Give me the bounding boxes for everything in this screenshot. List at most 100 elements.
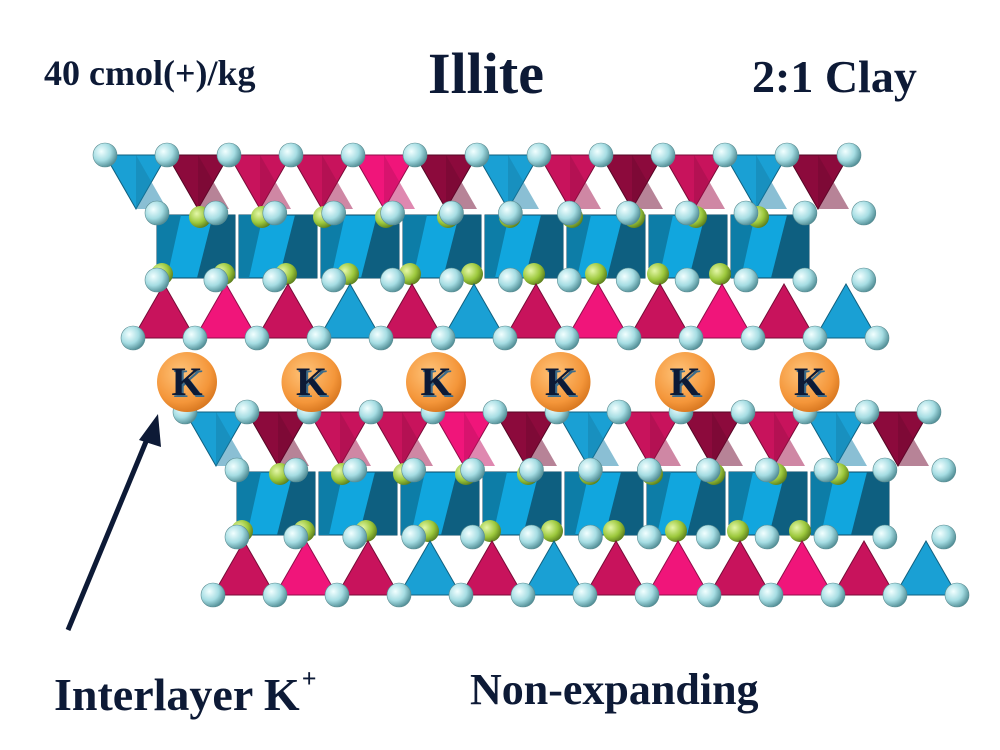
tetrahedron-lower bbox=[274, 539, 338, 596]
potassium-ion bbox=[655, 352, 715, 412]
octahedron-dark-face bbox=[443, 215, 481, 278]
tetrahedron-lower bbox=[398, 539, 462, 596]
oxygen-sphere bbox=[634, 582, 660, 608]
potassium-label-shadow: K bbox=[298, 361, 329, 406]
oxygen-sphere bbox=[882, 582, 908, 608]
oxygen-sphere bbox=[244, 325, 270, 351]
oxygen-sphere bbox=[616, 325, 642, 351]
interlayer-charge-sup: + bbox=[301, 664, 317, 693]
potassium-ion bbox=[406, 352, 466, 412]
oxygen-sphere bbox=[278, 142, 304, 168]
oxygen-sphere bbox=[674, 267, 700, 293]
oxygen-sphere bbox=[340, 142, 366, 168]
oxygen-sphere bbox=[944, 582, 970, 608]
oxygen-sphere bbox=[203, 267, 229, 293]
oxygen-sphere bbox=[324, 582, 350, 608]
tetrahedron-shade bbox=[526, 412, 557, 466]
octahedron-side-face bbox=[157, 215, 181, 278]
oxygen-sphere bbox=[439, 200, 464, 226]
oxygen-sphere bbox=[851, 267, 877, 293]
octahedron-dark-face bbox=[361, 215, 399, 278]
potassium-ion bbox=[157, 352, 217, 412]
oxygen-sphere bbox=[578, 457, 603, 483]
octahedron-dark-face bbox=[525, 215, 563, 278]
octahedron-dark-face bbox=[769, 472, 807, 535]
octahedron-side-face bbox=[239, 215, 263, 278]
oxygen-sphere bbox=[401, 524, 427, 550]
tetrahedron-shade bbox=[402, 412, 433, 466]
oxygen-sphere bbox=[262, 267, 288, 293]
oxygen-sphere bbox=[556, 267, 582, 293]
oxygen-sphere bbox=[556, 200, 582, 226]
octahedron-dark-face bbox=[851, 472, 889, 535]
tetrahedron-shade bbox=[774, 412, 805, 466]
oxygen-sphere bbox=[851, 200, 877, 226]
octahedron-side-face bbox=[647, 472, 671, 535]
oxygen-sphere bbox=[712, 142, 738, 168]
oxygen-sphere bbox=[674, 200, 700, 226]
octahedron-dark-face bbox=[607, 215, 645, 278]
tetrahedron-shade bbox=[446, 155, 477, 209]
octahedron-side-face bbox=[565, 472, 589, 535]
octahedron-side-face bbox=[321, 215, 345, 278]
octahedron-dark-face bbox=[523, 472, 561, 535]
oxygen-sphere bbox=[695, 524, 721, 550]
oxygen-sphere bbox=[931, 457, 957, 483]
oxygen-sphere bbox=[931, 524, 957, 550]
tetrahedron-lower bbox=[832, 539, 896, 596]
lower-2-1-layer bbox=[172, 399, 970, 608]
hydroxyl-sphere bbox=[647, 263, 669, 285]
oxygen-sphere bbox=[588, 142, 614, 168]
oxygen-sphere bbox=[386, 582, 412, 608]
hydroxyl-sphere bbox=[727, 520, 749, 542]
oxygen-sphere bbox=[154, 142, 180, 168]
oxygen-sphere bbox=[482, 399, 508, 425]
tetrahedron-shade bbox=[836, 412, 867, 466]
oxygen-sphere bbox=[758, 582, 784, 608]
octahedron-side-face bbox=[567, 215, 591, 278]
tetrahedron-lower bbox=[442, 282, 506, 339]
oxygen-sphere bbox=[615, 267, 641, 293]
oxygen-sphere bbox=[262, 200, 288, 226]
oxygen-sphere bbox=[144, 200, 170, 226]
tetrahedron-shade bbox=[464, 412, 495, 466]
oxygen-sphere bbox=[696, 582, 722, 608]
oxygen-sphere bbox=[224, 524, 250, 550]
oxygen-sphere bbox=[368, 325, 394, 351]
oxygen-sphere bbox=[203, 200, 229, 226]
tetrahedron-shade bbox=[278, 412, 309, 466]
tetrahedron-lower bbox=[336, 539, 400, 596]
oxygen-sphere bbox=[216, 142, 242, 168]
oxygen-sphere bbox=[283, 457, 309, 483]
hydroxyl-sphere bbox=[603, 520, 625, 542]
hydroxyl-sphere bbox=[461, 263, 483, 285]
oxygen-sphere bbox=[448, 582, 474, 608]
oxygen-sphere bbox=[144, 267, 170, 293]
potassium-label-shadow: K bbox=[796, 361, 827, 406]
oxygen-sphere bbox=[872, 457, 898, 483]
oxygen-sphere bbox=[262, 582, 288, 608]
potassium-ion bbox=[530, 352, 591, 412]
octahedron-side-face bbox=[729, 472, 753, 535]
oxygen-sphere bbox=[554, 325, 580, 351]
oxygen-sphere bbox=[526, 142, 552, 168]
tetrahedron-lower bbox=[194, 282, 258, 339]
oxygen-sphere bbox=[510, 582, 536, 608]
oxygen-sphere bbox=[636, 524, 662, 550]
interlayer-label-text: Interlayer K bbox=[54, 669, 300, 720]
octahedron-dark-face bbox=[359, 472, 397, 535]
tetrahedron-shade bbox=[136, 155, 167, 209]
octahedron-dark-face bbox=[605, 472, 643, 535]
oxygen-sphere bbox=[321, 267, 347, 293]
tetrahedron-lower bbox=[690, 282, 754, 339]
non-expanding-label: Non-expanding bbox=[470, 665, 759, 714]
oxygen-sphere bbox=[854, 399, 880, 425]
oxygen-sphere bbox=[342, 524, 368, 550]
potassium-label: K bbox=[545, 359, 576, 404]
potassium-ion bbox=[281, 352, 342, 412]
oxygen-sphere bbox=[464, 142, 490, 168]
oxygen-sphere bbox=[636, 457, 662, 483]
oxygen-sphere bbox=[650, 142, 676, 168]
oxygen-sphere bbox=[401, 457, 427, 483]
